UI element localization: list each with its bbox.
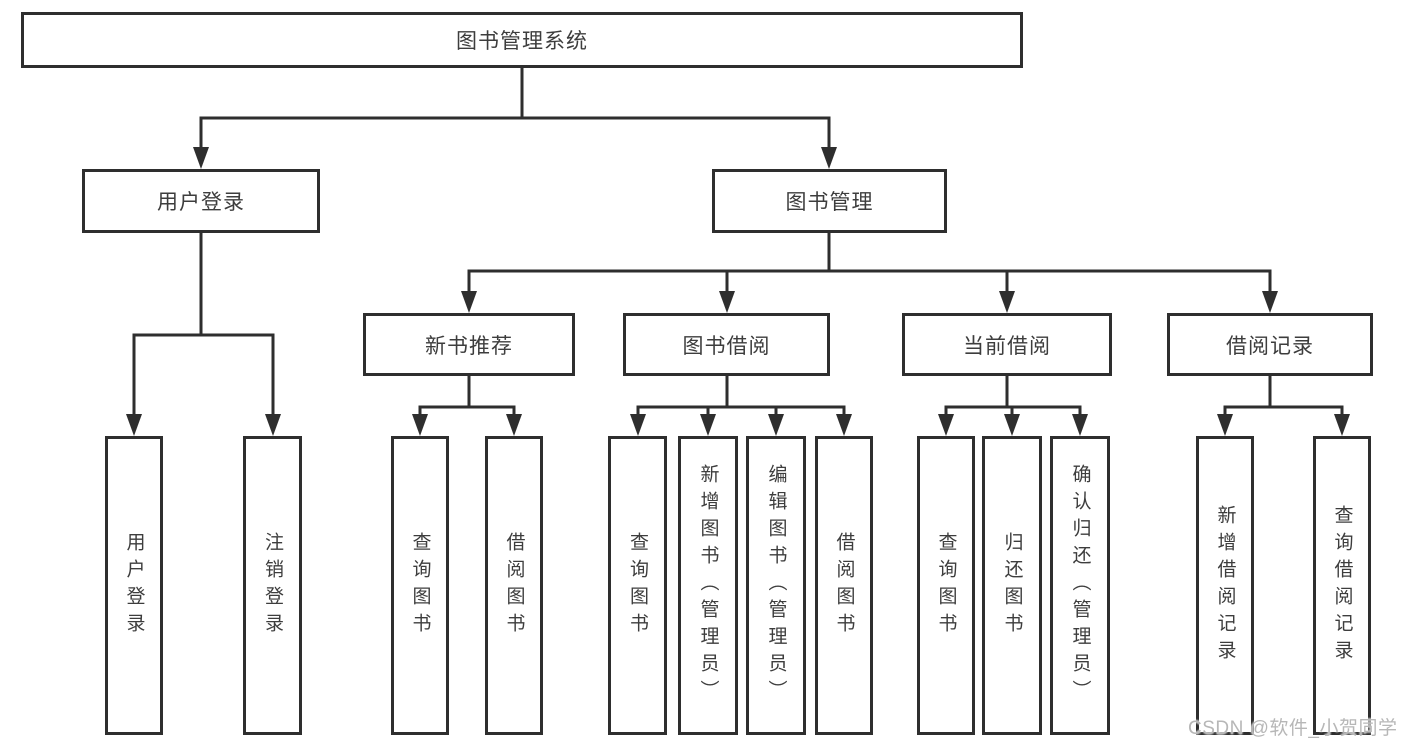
- arrowhead-icon: [700, 414, 716, 436]
- node-label: 用户登录: [157, 191, 245, 214]
- leaf-label: 借阅图书: [503, 531, 525, 640]
- leaf-label: 注销登录: [262, 531, 283, 640]
- node-label: 借阅记录: [1226, 334, 1314, 358]
- arrowhead-icon: [193, 147, 209, 169]
- arrowhead-icon: [938, 414, 954, 436]
- arrowhead-icon: [1262, 291, 1278, 313]
- node-label: 图书借阅: [682, 334, 771, 358]
- leaf-label: 用户登录: [123, 531, 145, 640]
- node-label: 图书管理系统: [456, 30, 588, 53]
- leaf-return-books: 归还图书: [982, 436, 1042, 735]
- node-label: 当前借阅: [963, 334, 1051, 358]
- leaf-label: 查询借阅记录: [1331, 504, 1353, 667]
- connector-root-to-level2: [193, 66, 837, 169]
- node-book-borrowing: 图书借阅: [623, 313, 830, 376]
- connector-user-login-to-leaves: [126, 231, 281, 436]
- arrowhead-icon: [1334, 414, 1350, 436]
- connector-current-borrowing-to-leaves: [938, 374, 1088, 436]
- leaf-add-borrow-record: 新增借阅记录: [1196, 436, 1254, 735]
- leaf-query-books-recommend: 查询图书: [391, 436, 449, 735]
- node-borrowing-records: 借阅记录: [1167, 313, 1373, 376]
- leaf-query-books-borrowing: 查询图书: [608, 436, 667, 735]
- connector-borrowing-records-to-leaves: [1217, 374, 1350, 436]
- node-label: 新书推荐: [425, 334, 513, 358]
- arrowhead-icon: [506, 414, 522, 436]
- leaf-label: 查询图书: [627, 531, 648, 640]
- node-book-management: 图书管理: [712, 169, 947, 233]
- csdn-watermark: CSDN @软件_小贺同学: [1188, 718, 1398, 739]
- leaf-label: 新增图书（管理员）: [697, 464, 719, 707]
- connector-book-borrowing-to-leaves: [630, 374, 852, 436]
- leaf-label: 新增借阅记录: [1214, 504, 1236, 667]
- arrowhead-icon: [1004, 414, 1020, 436]
- leaf-borrow-books-recommend: 借阅图书: [485, 436, 543, 735]
- leaf-add-books-admin: 新增图书（管理员）: [678, 436, 738, 735]
- arrowhead-icon: [461, 291, 477, 313]
- arrowhead-icon: [768, 414, 784, 436]
- arrowhead-icon: [821, 147, 837, 169]
- connector-new-book-recommendation-to-leaves: [412, 374, 522, 436]
- leaf-logout: 注销登录: [243, 436, 302, 735]
- leaf-label: 查询图书: [409, 531, 431, 640]
- node-library-management-system: 图书管理系统: [21, 12, 1023, 68]
- leaf-edit-books-admin: 编辑图书（管理员）: [746, 436, 806, 735]
- arrowhead-icon: [126, 414, 142, 436]
- leaf-label: 归还图书: [1001, 531, 1023, 640]
- arrowhead-icon: [265, 414, 281, 436]
- leaf-label: 查询图书: [935, 531, 957, 640]
- arrowhead-icon: [1072, 414, 1088, 436]
- arrowhead-icon: [719, 291, 735, 313]
- leaf-label: 借阅图书: [833, 531, 855, 640]
- arrowhead-icon: [630, 414, 646, 436]
- leaf-query-books-current: 查询图书: [917, 436, 975, 735]
- leaf-confirm-return-admin: 确认归还（管理员）: [1050, 436, 1110, 735]
- node-user-login: 用户登录: [82, 169, 320, 233]
- arrowhead-icon: [1217, 414, 1233, 436]
- node-current-borrowing: 当前借阅: [902, 313, 1112, 376]
- leaf-borrow-books: 借阅图书: [815, 436, 873, 735]
- connector-book-management-to-level3: [461, 231, 1278, 313]
- arrowhead-icon: [999, 291, 1015, 313]
- node-label: 图书管理: [785, 191, 874, 214]
- leaf-label: 确认归还（管理员）: [1069, 464, 1091, 707]
- leaf-query-borrow-record: 查询借阅记录: [1313, 436, 1371, 735]
- leaf-label: 编辑图书（管理员）: [765, 464, 787, 707]
- leaf-user-login: 用户登录: [105, 436, 163, 735]
- arrowhead-icon: [836, 414, 852, 436]
- arrowhead-icon: [412, 414, 428, 436]
- node-new-book-recommendation: 新书推荐: [363, 313, 575, 376]
